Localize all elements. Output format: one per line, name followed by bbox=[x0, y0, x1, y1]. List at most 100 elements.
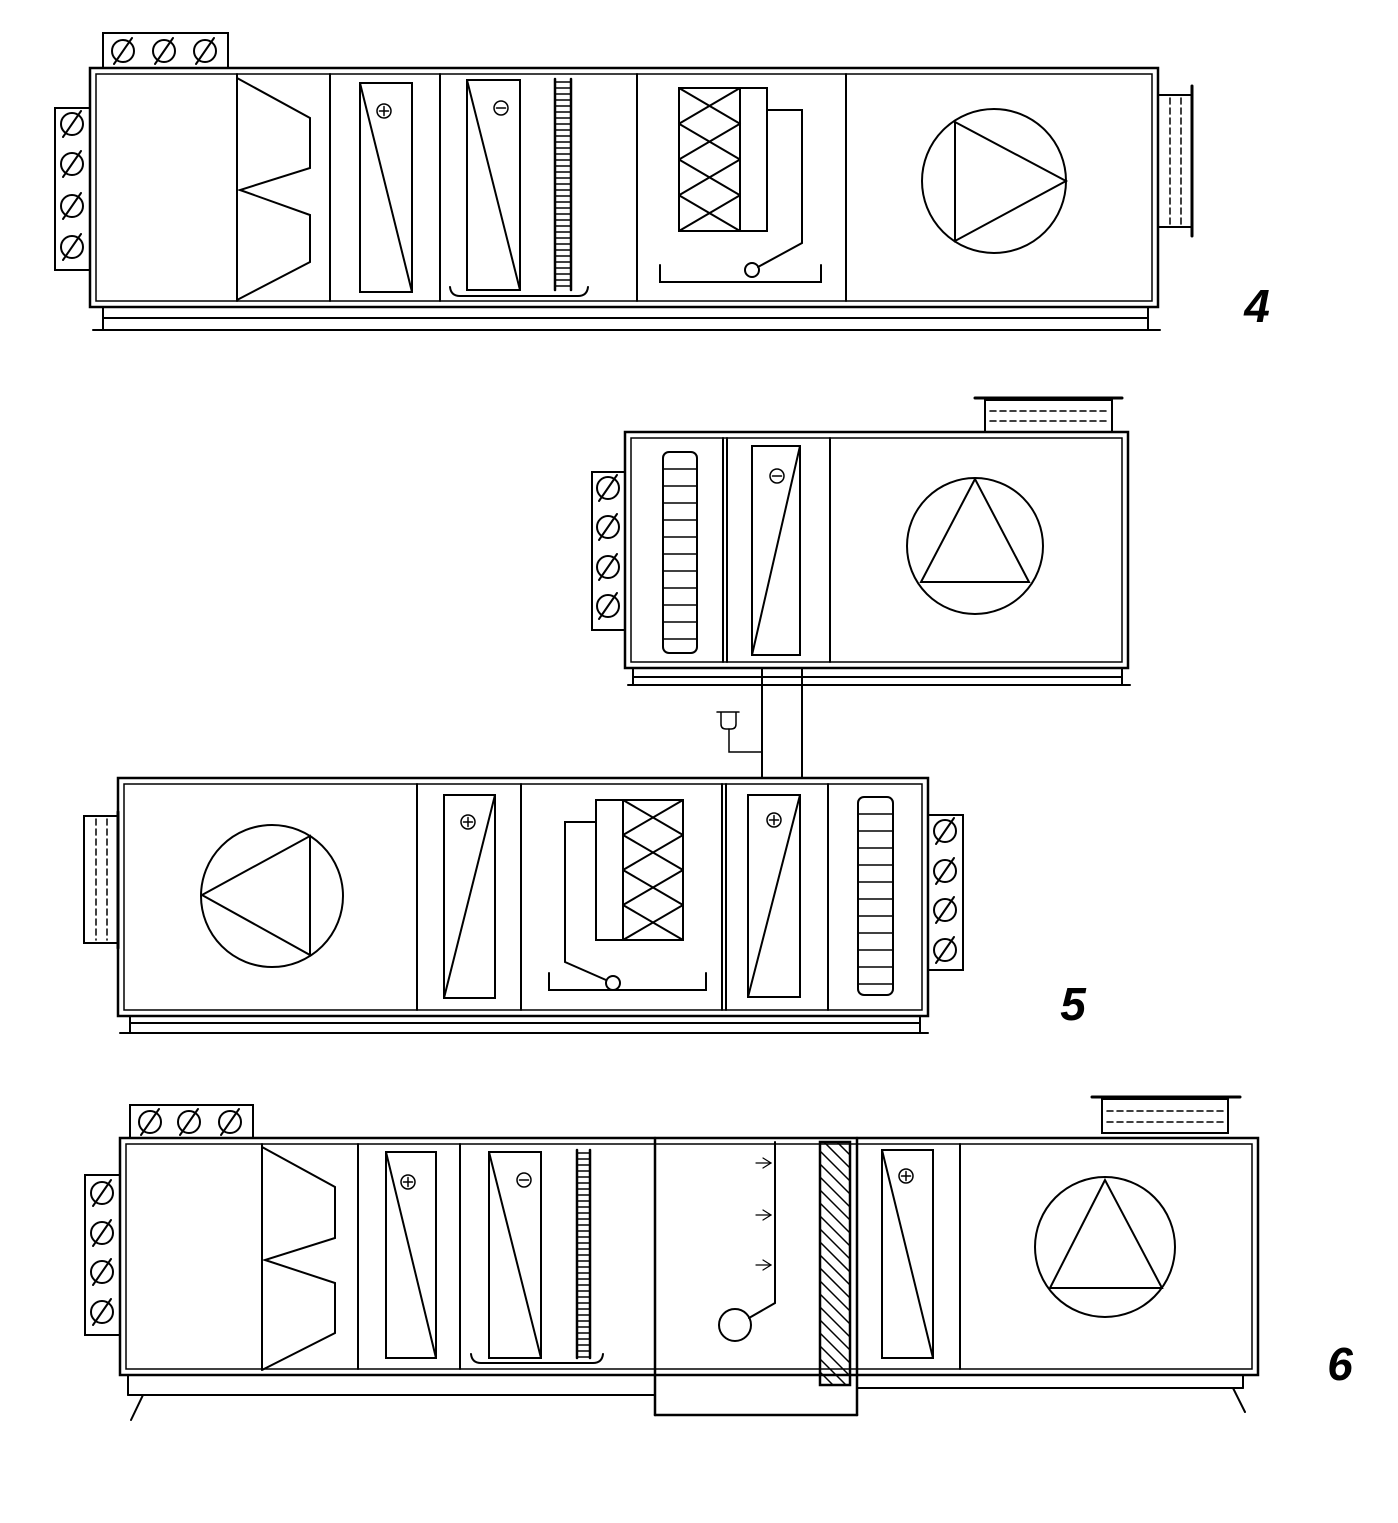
damper-blade-slash bbox=[92, 1179, 112, 1207]
eliminator-hatch-line bbox=[819, 1345, 851, 1377]
filter-frame bbox=[857, 796, 894, 996]
damper-icon bbox=[177, 1108, 201, 1136]
damper-blade-slash bbox=[598, 513, 618, 541]
coil-frame bbox=[359, 82, 413, 293]
damper-blade-circle bbox=[138, 1110, 162, 1134]
media-cross-line bbox=[622, 904, 684, 941]
damper-blade-circle bbox=[933, 938, 957, 962]
damper-blade-circle bbox=[596, 594, 620, 618]
cooling-coil bbox=[488, 1151, 542, 1359]
eliminator-hatch-line bbox=[819, 1189, 851, 1221]
filter-frame bbox=[662, 451, 698, 654]
eliminator-hatch-line bbox=[819, 1228, 851, 1260]
fan-housing-circle bbox=[1034, 1176, 1176, 1318]
unit-labels: 4 5 6 bbox=[1060, 280, 1353, 1390]
damper-blade-circle bbox=[60, 235, 84, 259]
media-frame bbox=[678, 87, 741, 232]
damper bbox=[927, 814, 964, 971]
damper-icon bbox=[111, 37, 135, 65]
fan-icon bbox=[1034, 1176, 1176, 1318]
damper-blade-circle bbox=[596, 476, 620, 500]
damper-blade-slash bbox=[935, 936, 955, 964]
damper-icon bbox=[90, 1219, 114, 1247]
damper-icon bbox=[933, 857, 957, 885]
coil-frame bbox=[751, 445, 801, 656]
unit-6 bbox=[84, 1095, 1260, 1421]
eliminator-hatch-line bbox=[836, 1141, 851, 1156]
pressure-sensor-icon bbox=[716, 711, 763, 753]
casing bbox=[118, 1136, 1260, 1377]
sign-circle bbox=[400, 1174, 416, 1190]
eliminator-hatch-line bbox=[819, 1202, 851, 1234]
damper-icon bbox=[60, 150, 84, 178]
humidifier-drip-pan bbox=[548, 972, 707, 991]
damper-blade-slash bbox=[220, 1108, 240, 1136]
media-cross-line bbox=[678, 194, 741, 232]
eliminator-hatch-line bbox=[819, 1332, 851, 1364]
damper bbox=[84, 1174, 121, 1336]
damper-blade-circle bbox=[596, 555, 620, 579]
casing-inner-wall bbox=[123, 783, 923, 1011]
humidifier bbox=[548, 799, 707, 991]
damper-blade-circle bbox=[596, 515, 620, 539]
sign-circle bbox=[898, 1168, 914, 1184]
fan-housing-circle bbox=[921, 108, 1067, 254]
damper-blade-circle bbox=[193, 39, 217, 63]
damper-frame bbox=[927, 814, 964, 971]
sign-circle bbox=[493, 100, 509, 116]
connecting-duct bbox=[761, 667, 803, 779]
eliminator-hatch-line bbox=[819, 1293, 851, 1325]
plus-sign-icon bbox=[898, 1168, 914, 1184]
eliminator-hatch-line bbox=[823, 1141, 851, 1169]
damper-icon bbox=[60, 110, 84, 138]
spray-nozzle-icon bbox=[755, 1209, 773, 1221]
eliminator-frame bbox=[818, 1140, 852, 1387]
casing-inner-wall bbox=[125, 1143, 1253, 1370]
damper-blade-circle bbox=[60, 194, 84, 218]
damper-blade-circle bbox=[933, 859, 957, 883]
coil-diagonal bbox=[443, 794, 496, 999]
spray-nozzle-icon bbox=[755, 1259, 773, 1271]
fan-direction-triangle bbox=[199, 834, 311, 957]
eliminator-hatch-line bbox=[819, 1215, 851, 1247]
eliminator-hatch-line bbox=[819, 1163, 851, 1195]
fan-direction-triangle bbox=[919, 476, 1031, 583]
eliminator-hatch-line bbox=[819, 1306, 851, 1338]
spray-humidifier bbox=[653, 1136, 859, 1417]
damper-blade-slash bbox=[598, 592, 618, 620]
damper-icon bbox=[596, 474, 620, 502]
damper-blade-circle bbox=[218, 1110, 242, 1134]
damper-blade-circle bbox=[60, 112, 84, 136]
damper-blade-slash bbox=[154, 37, 174, 65]
coil-diagonal bbox=[488, 1151, 542, 1359]
damper-icon bbox=[90, 1179, 114, 1207]
damper-blade-slash bbox=[62, 110, 82, 138]
damper-blade-slash bbox=[62, 233, 82, 261]
casing-inner-wall bbox=[95, 73, 1153, 302]
eliminator-hatch-line bbox=[819, 1358, 847, 1386]
humidifier-media bbox=[622, 799, 684, 941]
coil-frame bbox=[488, 1151, 542, 1359]
humidifier bbox=[659, 87, 822, 283]
damper-icon bbox=[60, 192, 84, 220]
plus-sign-icon bbox=[460, 814, 476, 830]
drawing-layer bbox=[54, 32, 1260, 1421]
fan-direction-triangle bbox=[954, 120, 1069, 243]
connector-frame bbox=[1157, 94, 1193, 228]
connector-frame bbox=[1101, 1098, 1229, 1134]
damper-blade-circle bbox=[177, 1110, 201, 1134]
media-cross-line bbox=[678, 122, 741, 161]
damper-blade-slash bbox=[92, 1258, 112, 1286]
damper-blade-slash bbox=[598, 474, 618, 502]
coil-diagonal bbox=[466, 79, 521, 291]
humidifier-drip-pan bbox=[659, 264, 822, 283]
sensor-tube bbox=[728, 728, 763, 753]
unit-label-4: 4 bbox=[1243, 280, 1270, 332]
droplet-eliminator bbox=[553, 77, 573, 292]
damper-icon bbox=[138, 1108, 162, 1136]
damper-icon bbox=[60, 233, 84, 261]
fan-housing-circle bbox=[200, 824, 344, 968]
humidifier-media bbox=[678, 87, 741, 232]
casing-inner-wall bbox=[630, 437, 1123, 663]
